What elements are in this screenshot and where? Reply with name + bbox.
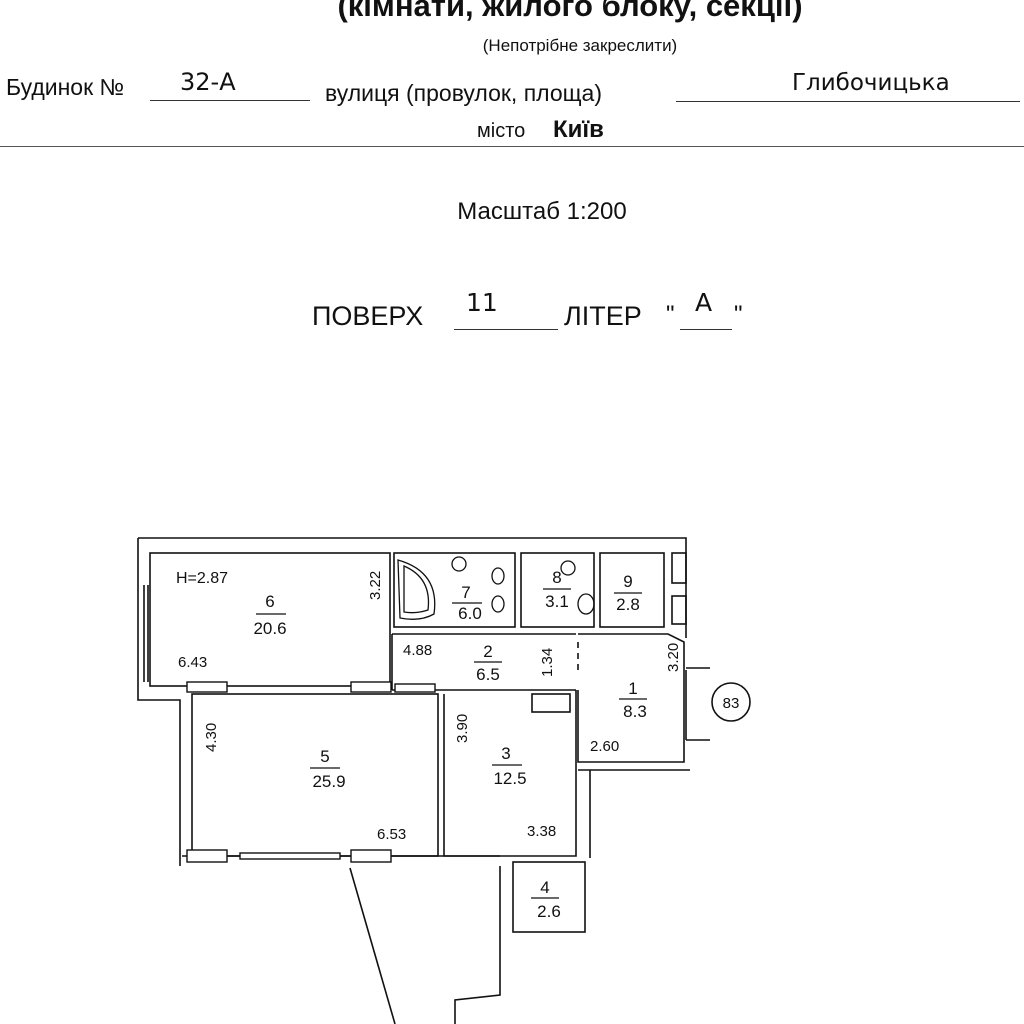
house-number-value: 32-А — [180, 68, 236, 96]
city-label: місто — [477, 120, 526, 142]
window — [350, 681, 392, 693]
dimension-room6-width: 6.43 — [178, 654, 207, 671]
floor-underline — [454, 329, 558, 330]
house-number-label: Будинок № — [6, 74, 125, 100]
dimension-labels: 3.22 6.43 4.88 1.34 3.20 2.60 4.30 6.53 … — [178, 571, 682, 843]
room-1-number: 1 — [628, 679, 637, 698]
dimension-room5-width: 6.53 — [377, 826, 406, 843]
dimension-room3-height: 3.90 — [454, 714, 471, 743]
street-value: Глибочицька — [792, 70, 950, 96]
street-underline — [676, 101, 1020, 102]
liter-value: А — [695, 288, 713, 317]
floor-label: ПОВЕРХ — [312, 301, 424, 331]
document-subtitle: (Непотрібне закреслити) — [482, 36, 678, 55]
room-4-number: 4 — [540, 878, 549, 897]
street-label: вулиця (провулок, площа) — [325, 80, 603, 106]
ceiling-height: H=2.87 — [176, 570, 228, 587]
dimension-room6-height: 3.22 — [367, 571, 384, 600]
window — [350, 849, 392, 863]
dimension-room1-height: 3.20 — [665, 643, 682, 672]
room-9-number: 9 — [623, 572, 632, 591]
scale-label: Масштаб 1:200 — [457, 198, 627, 225]
room-1-area: 8.3 — [623, 702, 647, 721]
room-8-number: 8 — [552, 568, 561, 587]
bidet-icon — [491, 595, 505, 613]
dimension-room2-height: 1.34 — [539, 648, 556, 677]
sink-icon — [451, 556, 467, 572]
apartment-number-circle — [711, 682, 751, 722]
liter-quote-open: " — [666, 301, 675, 328]
bathtub-icon — [397, 559, 436, 620]
room-3-number: 3 — [501, 744, 510, 763]
window — [186, 849, 228, 863]
liter-underline — [680, 329, 732, 330]
room-2-area: 6.5 — [476, 665, 500, 684]
room-9-area: 2.8 — [616, 595, 640, 614]
room-5-number: 5 — [320, 747, 329, 766]
dimension-room1-width: 2.60 — [590, 738, 619, 755]
room-4-area: 2.6 — [537, 902, 561, 921]
liter-label: ЛІТЕР — [564, 301, 642, 331]
house-number-underline — [150, 100, 310, 101]
toilet-icon — [491, 567, 505, 585]
header-divider — [0, 146, 1024, 147]
room-6-area: 20.6 — [253, 619, 286, 638]
apartment-number: 83 — [723, 695, 740, 712]
room-8-area: 3.1 — [545, 592, 569, 611]
window — [186, 681, 228, 693]
document-title: (кімнати, жилого блоку, секції) — [337, 0, 803, 23]
room-7-area: 6.0 — [458, 604, 482, 623]
dimension-room2-width: 4.88 — [403, 642, 432, 659]
room-2-number: 2 — [483, 642, 492, 661]
city-value: Київ — [553, 116, 604, 143]
walls — [137, 537, 710, 1024]
dimension-room5-height: 4.30 — [203, 723, 220, 752]
toilet-icon — [577, 593, 595, 615]
room-6-number: 6 — [265, 592, 274, 611]
room-3-area: 12.5 — [493, 769, 526, 788]
window — [394, 683, 436, 693]
sanitary-fixtures — [397, 556, 595, 620]
room-5-area: 25.9 — [312, 772, 345, 791]
dimension-room3-width: 3.38 — [527, 823, 556, 840]
room-labels: 6 20.6 7 6.0 8 3.1 9 2.8 2 6.5 1 8.3 5 2… — [253, 568, 647, 921]
sink-icon — [560, 560, 576, 576]
room-7-number: 7 — [461, 583, 470, 602]
windows — [186, 681, 436, 863]
liter-quote-close: " — [734, 301, 743, 328]
window — [239, 852, 341, 860]
floor-value: 11 — [466, 288, 498, 317]
